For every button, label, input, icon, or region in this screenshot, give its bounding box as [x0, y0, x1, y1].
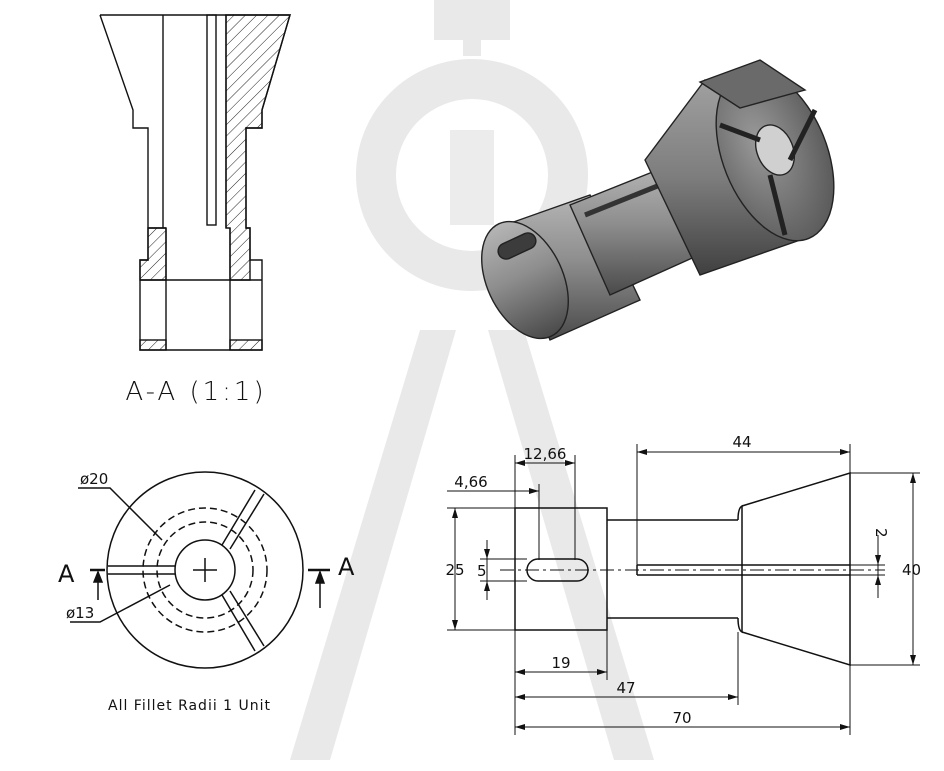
dim-4-66: 4,66	[454, 473, 487, 491]
side-view	[500, 471, 885, 667]
dim-5: 5	[477, 562, 487, 580]
diameter-outer-label: ø20	[80, 470, 108, 488]
dim-40: 40	[902, 561, 921, 579]
front-view	[70, 471, 330, 669]
iso-bore	[754, 124, 796, 176]
dimension-lines	[447, 444, 920, 735]
section-marker-left: A	[58, 560, 75, 588]
dim-44: 44	[732, 433, 751, 451]
section-hatch-left	[139, 227, 167, 281]
section-view	[99, 14, 291, 351]
dim-47: 47	[616, 679, 635, 697]
dim-70: 70	[672, 709, 691, 727]
watermark-logo	[290, 0, 654, 760]
section-title: A-A (1:1)	[125, 377, 266, 407]
dim-19: 19	[551, 654, 570, 672]
section-marker-right: A	[338, 553, 355, 581]
dim-2: 2	[872, 528, 890, 538]
dim-25: 25	[445, 561, 464, 579]
iso-view	[481, 59, 835, 341]
fillet-note: All Fillet Radii 1 Unit	[108, 698, 271, 714]
dimension-arrows	[452, 449, 916, 730]
dim-12-66: 12,66	[524, 445, 567, 463]
section-hatch-right	[225, 14, 291, 281]
diameter-inner-label: ø13	[66, 604, 94, 622]
